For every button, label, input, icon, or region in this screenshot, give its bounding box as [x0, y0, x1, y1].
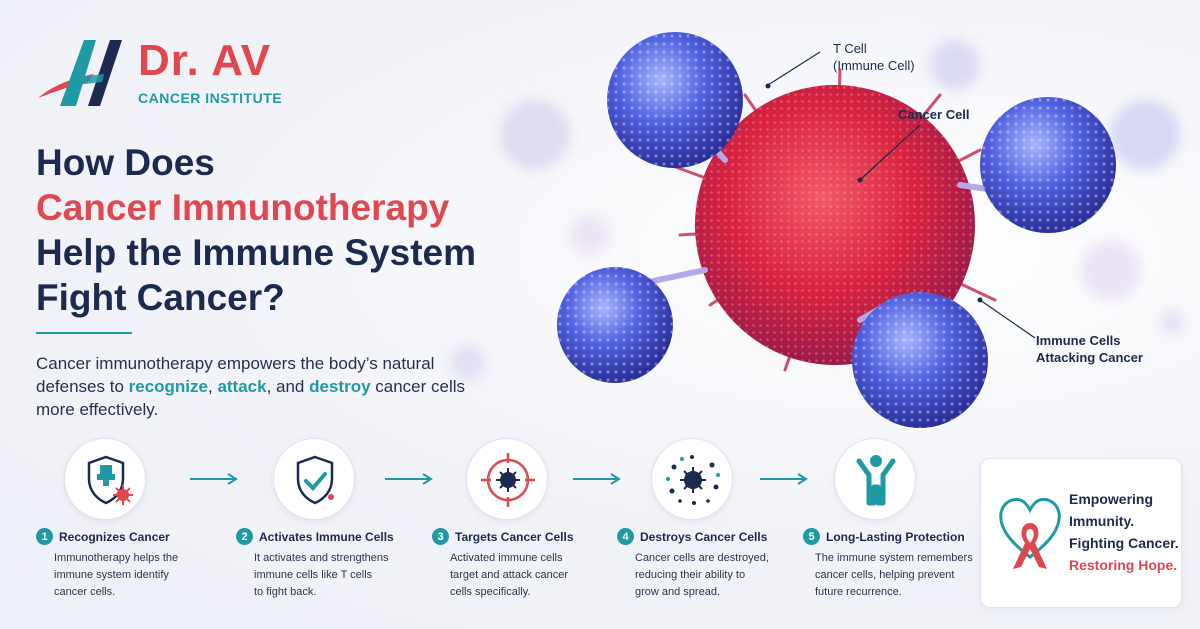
title-line: Fight Cancer?: [36, 277, 285, 318]
cell-illustration: T Cell (Immune Cell) Cancer Cell Immune …: [540, 0, 1200, 440]
brand-name: Dr. AV: [138, 36, 272, 85]
step-5-icon-circle: [834, 438, 916, 520]
desc-line: reducing their ability to: [635, 569, 746, 581]
desc-line: grow and spread.: [635, 586, 720, 598]
arrow-right-icon: [190, 473, 238, 485]
desc-line: immune cells like T cells: [254, 569, 373, 581]
brand-subtitle: CANCER INSTITUTE: [138, 90, 283, 106]
callout-label: Cancer Cell: [898, 107, 970, 122]
desc-line: Immunotherapy helps the: [54, 552, 179, 564]
title-line-accent: Cancer Immunotherapy: [36, 187, 450, 228]
step-4-icon-circle: [651, 438, 733, 520]
intro-part: , and: [266, 377, 310, 396]
step-1-title: 1 Recognizes Cancer: [36, 528, 170, 545]
title-divider: [36, 332, 132, 334]
intro-part: Cancer immunotherapy empowers the body’s…: [36, 354, 435, 396]
callout-label: Attacking Cancer: [1036, 350, 1143, 365]
callout-sublabel: (Immune Cell): [833, 58, 915, 73]
bg-blob: [500, 100, 570, 170]
bg-blob: [1080, 240, 1140, 300]
bg-blob: [1160, 310, 1184, 334]
card-line-accent: Restoring Hope.: [1069, 557, 1178, 573]
shield-plus-virus-icon: [87, 455, 133, 505]
step-2-title: 2 Activates Immune Cells: [236, 528, 394, 545]
bg-blob: [1110, 100, 1180, 170]
desc-line: cancer cells.: [54, 586, 116, 598]
heart-ribbon-icon: [999, 497, 1061, 569]
desc-line: Cancer cells are destroyed,: [635, 552, 769, 564]
intro-highlight: recognize: [128, 377, 208, 396]
step-2-description: It activates and strengthens immune cell…: [254, 550, 424, 601]
intro-highlight: attack: [217, 377, 267, 396]
desc-line: to fight back.: [254, 586, 317, 598]
step-title-text: Activates Immune Cells: [259, 529, 394, 544]
step-1-icon-circle: [64, 438, 146, 520]
callout-t-cell: T Cell (Immune Cell): [833, 40, 915, 74]
callout-immune-attack: Immune Cells Attacking Cancer: [1036, 332, 1143, 366]
desc-line: immune system identify: [54, 569, 169, 581]
burst-virus-icon: [666, 455, 720, 505]
step-title-text: Recognizes Cancer: [59, 529, 170, 544]
step-number: 5: [803, 528, 820, 545]
step-number: 4: [617, 528, 634, 545]
title-line: How Does: [36, 142, 215, 183]
intro-part: ,: [207, 377, 218, 396]
person-arms-up-icon: [856, 455, 896, 506]
step-number: 3: [432, 528, 449, 545]
step-title-text: Targets Cancer Cells: [455, 529, 574, 544]
desc-line: cells specifically.: [450, 586, 531, 598]
desc-line: future recurrence.: [815, 586, 902, 598]
step-3-icon-circle: [466, 438, 548, 520]
intro-part: cancer cells more effectively.: [36, 377, 466, 419]
step-3-title: 3 Targets Cancer Cells: [432, 528, 574, 545]
step-1-description: Immunotherapy helps the immune system id…: [54, 550, 214, 601]
step-title-text: Destroys Cancer Cells: [640, 529, 768, 544]
step-5-description: The immune system remembers cancer cells…: [815, 550, 980, 601]
intro-highlight: destroy: [309, 377, 371, 396]
brand-logo: Dr. AV CANCER INSTITUTE: [32, 34, 292, 110]
callout-label: Immune Cells: [1036, 333, 1121, 348]
desc-line: target and attack cancer: [450, 569, 569, 581]
title-line: Help the Immune System: [36, 232, 477, 273]
desc-line: Activated immune cells: [450, 552, 563, 564]
shield-check-icon: [296, 455, 334, 505]
card-line: Immunity.: [1069, 513, 1135, 529]
bg-blob: [570, 215, 610, 255]
step-title-text: Long-Lasting Protection: [826, 529, 965, 544]
hope-card: Empowering Immunity. Fighting Cancer. Re…: [980, 458, 1182, 608]
desc-line: The immune system remembers: [815, 552, 973, 564]
step-4-description: Cancer cells are destroyed, reducing the…: [635, 550, 805, 601]
arrow-right-icon: [573, 473, 621, 485]
cancer-cell-illustration-icon: [557, 32, 1116, 428]
desc-line: It activates and strengthens: [254, 552, 389, 564]
step-number: 1: [36, 528, 53, 545]
step-2-icon-circle: [273, 438, 355, 520]
step-4-title: 4 Destroys Cancer Cells: [617, 528, 767, 545]
intro-text: Cancer immunotherapy empowers the body’s…: [36, 352, 466, 421]
bg-blob: [930, 40, 980, 90]
bg-blob: [450, 345, 486, 381]
step-3-description: Activated immune cells target and attack…: [450, 550, 610, 601]
logo-mark-icon: [38, 40, 122, 106]
card-line: Empowering: [1069, 491, 1154, 507]
page-title: How Does Cancer Immunotherapy Help the I…: [36, 140, 516, 320]
desc-line: cancer cells, helping prevent: [815, 569, 955, 581]
callout-label: T Cell: [833, 41, 867, 56]
step-5-title: 5 Long-Lasting Protection: [803, 528, 965, 545]
arrow-right-icon: [385, 473, 433, 485]
step-number: 2: [236, 528, 253, 545]
arrow-right-icon: [760, 473, 808, 485]
callout-cancer-cell: Cancer Cell: [898, 106, 970, 123]
target-virus-icon: [481, 453, 535, 507]
card-line: Fighting Cancer.: [1069, 535, 1179, 551]
